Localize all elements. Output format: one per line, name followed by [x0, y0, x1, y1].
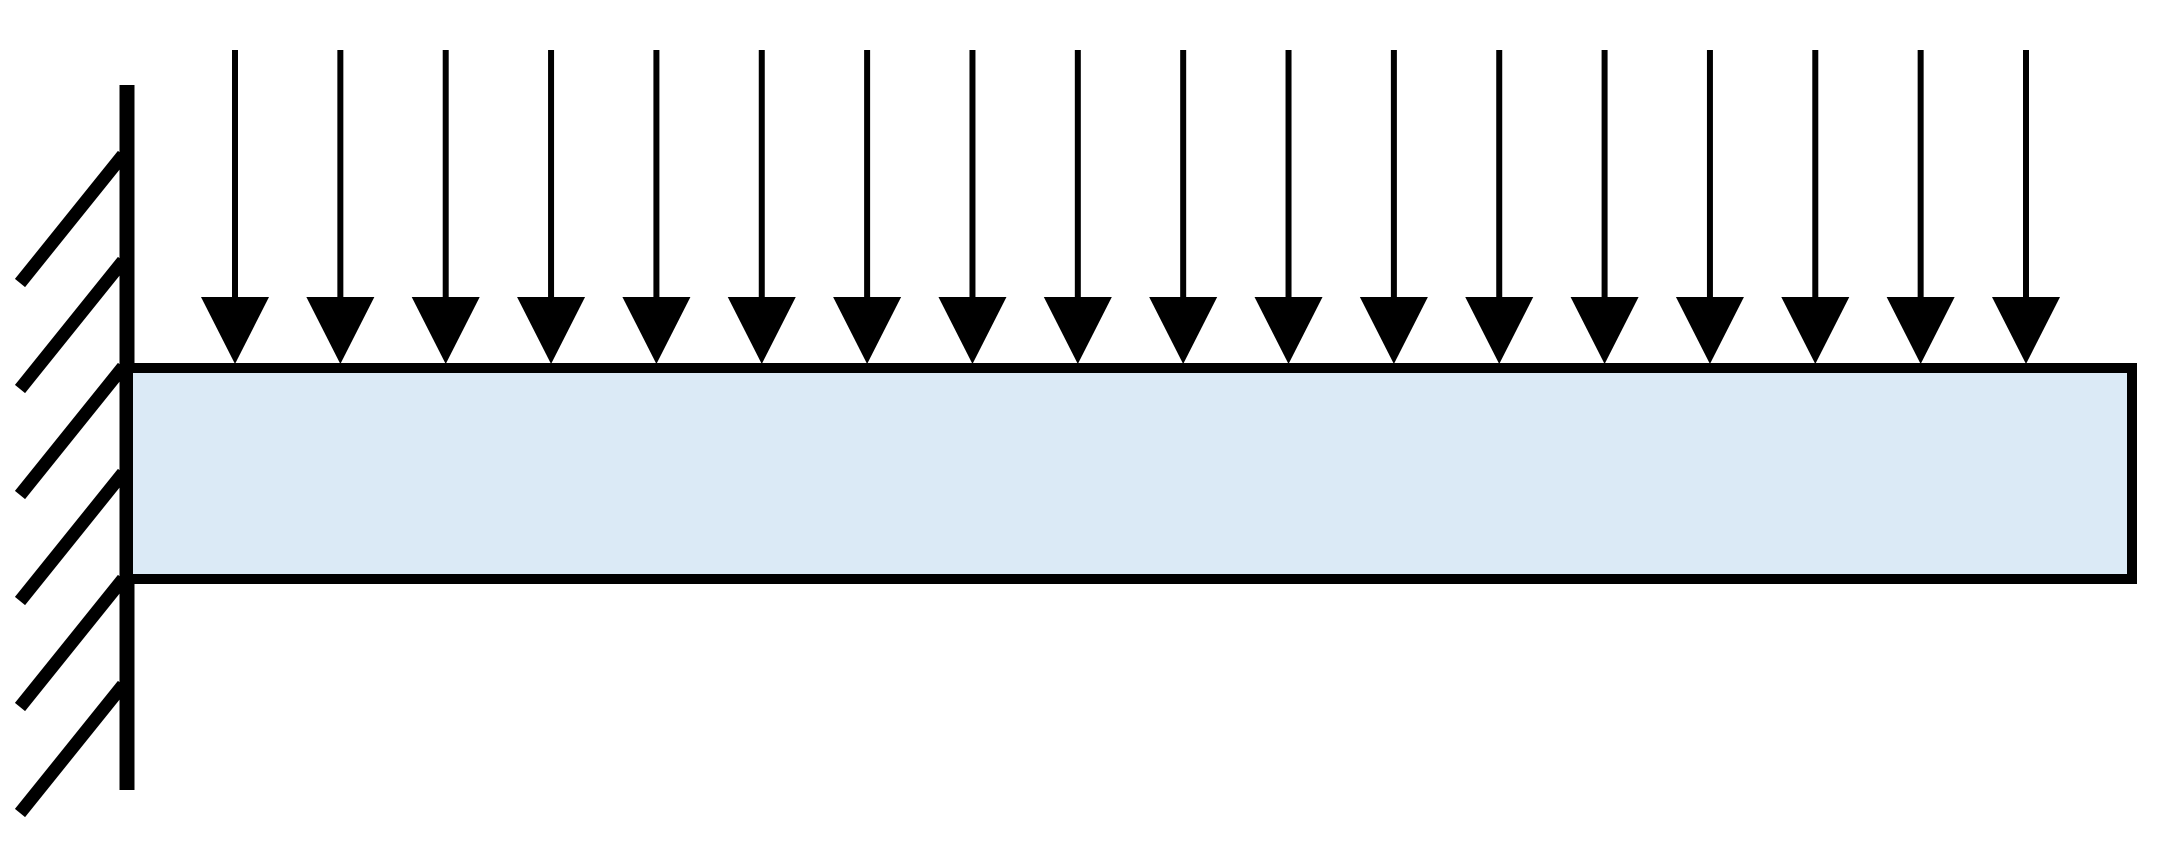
- load-arrow: [1359, 50, 1428, 364]
- load-arrow-head: [306, 297, 375, 364]
- wall-hatch: [14, 468, 129, 606]
- load-arrow-head: [1781, 297, 1850, 364]
- load-arrow-head: [833, 297, 902, 364]
- wall-hatch: [14, 574, 129, 712]
- load-arrow-head: [727, 297, 796, 364]
- load-arrow: [517, 50, 586, 364]
- load-arrow-head: [1675, 297, 1744, 364]
- load-arrow: [622, 50, 691, 364]
- load-arrow-head: [1465, 297, 1534, 364]
- load-arrow: [1781, 50, 1850, 364]
- wall-hatch: [14, 362, 129, 500]
- load-arrow: [1992, 50, 2060, 364]
- load-arrow-head: [1254, 297, 1323, 364]
- load-arrow-head: [201, 297, 269, 364]
- load-arrow-head: [622, 297, 691, 364]
- load-arrow-head: [938, 297, 1007, 364]
- load-arrow: [1886, 50, 1955, 364]
- load-arrow: [833, 50, 902, 364]
- wall-hatch: [14, 256, 129, 394]
- load-arrow-head: [517, 297, 586, 364]
- load-arrow: [1675, 50, 1744, 364]
- beam: [123, 363, 2137, 584]
- load-arrow: [201, 50, 269, 364]
- load-arrow: [1570, 50, 1639, 364]
- load-arrow: [938, 50, 1007, 364]
- wall-hatching: [14, 150, 129, 818]
- load-arrow: [306, 50, 375, 364]
- load-arrow: [1149, 50, 1218, 364]
- load-arrow: [727, 50, 796, 364]
- load-arrow-head: [1570, 297, 1639, 364]
- load-arrow-head: [411, 297, 480, 364]
- load-arrow: [1465, 50, 1534, 364]
- load-arrow-head: [1359, 297, 1428, 364]
- load-arrow-head: [1149, 297, 1218, 364]
- load-arrow-head: [1992, 297, 2060, 364]
- wall-hatch: [14, 680, 129, 818]
- load-arrow: [1254, 50, 1323, 364]
- load-arrow: [1043, 50, 1112, 364]
- wall-hatch: [14, 150, 129, 288]
- load-arrow-head: [1043, 297, 1112, 364]
- load-arrow: [411, 50, 480, 364]
- distributed-load-arrows: [201, 50, 2060, 364]
- load-arrow-head: [1886, 297, 1955, 364]
